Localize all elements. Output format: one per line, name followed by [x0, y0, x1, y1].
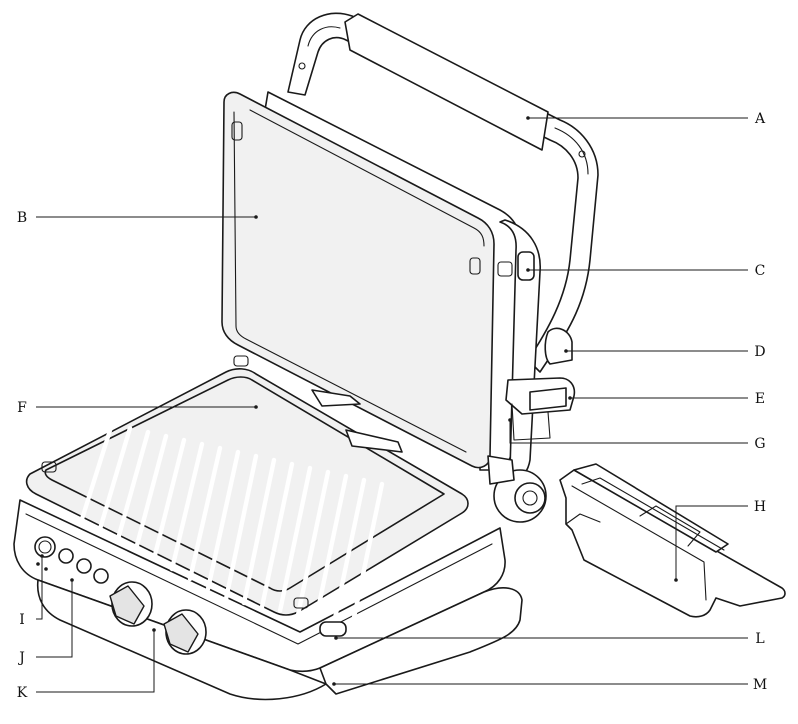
callout-j: J	[17, 578, 74, 666]
callout-label: E	[755, 391, 765, 407]
callout-anchor-dot	[254, 215, 258, 219]
callout-d: D	[564, 344, 766, 360]
callout-anchor-dot	[568, 396, 572, 400]
callout-anchor-dot	[152, 628, 156, 632]
grill-rib-highlight	[259, 461, 295, 610]
power-button[interactable]	[34, 536, 56, 558]
callout-anchor-dot	[674, 578, 678, 582]
grill-rib-highlight	[133, 433, 169, 552]
callout-e: E	[568, 391, 765, 407]
callout-k: K	[17, 628, 156, 701]
grill-rib-highlight	[205, 449, 241, 592]
callout-label: C	[755, 263, 766, 279]
callout-label: D	[754, 344, 765, 360]
grill-rib-highlight	[97, 425, 133, 532]
grill-rib-highlight	[115, 429, 151, 542]
callout-leader-line	[36, 556, 43, 620]
callout-f: F	[17, 400, 258, 416]
callout-anchor-dot	[334, 636, 338, 640]
grill-rib-highlight	[223, 453, 259, 602]
grill-rib-highlight	[241, 457, 277, 606]
callout-label: F	[17, 400, 27, 416]
grill-rib-highlight	[349, 481, 385, 630]
callout-anchor-dot	[526, 116, 530, 120]
grill-rib-highlight	[187, 445, 223, 582]
callout-anchor-dot	[526, 268, 530, 272]
callout-label: M	[753, 677, 767, 693]
grill-rib-highlight	[277, 465, 313, 614]
callout-l: L	[334, 631, 765, 647]
callout-anchor-dot	[70, 578, 74, 582]
control-panel	[34, 536, 347, 655]
callout-a: A	[526, 111, 766, 127]
callout-layer: A B C D E F G H I J K L M	[17, 111, 767, 701]
grill-rib-highlight	[295, 469, 331, 618]
callout-label: L	[755, 631, 764, 647]
callout-anchor-dot	[564, 349, 568, 353]
function-button-1[interactable]	[58, 548, 74, 564]
callout-anchor-dot	[254, 405, 258, 409]
callout-g: G	[508, 418, 766, 452]
callout-label: J	[17, 650, 25, 666]
callout-label: I	[19, 612, 25, 628]
callout-label: K	[17, 685, 28, 701]
callout-anchor-dot	[332, 682, 336, 686]
callout-c: C	[526, 263, 765, 279]
callout-leader-line	[509, 420, 748, 444]
drip-tray	[559, 463, 786, 618]
function-button-2[interactable]	[76, 558, 92, 574]
callout-label: H	[754, 499, 766, 515]
grill-rib-highlight	[313, 473, 349, 622]
callout-leader-line	[675, 505, 748, 580]
callout-anchor-dot	[508, 418, 512, 422]
callout-h: H	[674, 499, 766, 582]
callout-leader-line	[36, 630, 155, 693]
callout-anchor-dot	[40, 554, 44, 558]
grill-rib-highlight	[331, 477, 367, 626]
grill-rib-highlight	[169, 441, 205, 572]
grill-ribs	[79, 421, 385, 630]
grill-rib-highlight	[79, 421, 115, 522]
callout-m: M	[332, 677, 767, 693]
callout-label: B	[17, 210, 27, 226]
callout-b: B	[17, 210, 258, 226]
drip-tray-release[interactable]	[319, 621, 347, 637]
callout-label: A	[754, 111, 766, 127]
callout-leader-line	[36, 580, 73, 658]
lower-plate-clips	[41, 355, 403, 609]
callout-i: I	[19, 554, 44, 628]
side-hinge	[487, 251, 576, 523]
function-button-3[interactable]	[93, 568, 109, 584]
callout-label: G	[754, 436, 765, 452]
grill-rib-highlight	[151, 437, 187, 562]
